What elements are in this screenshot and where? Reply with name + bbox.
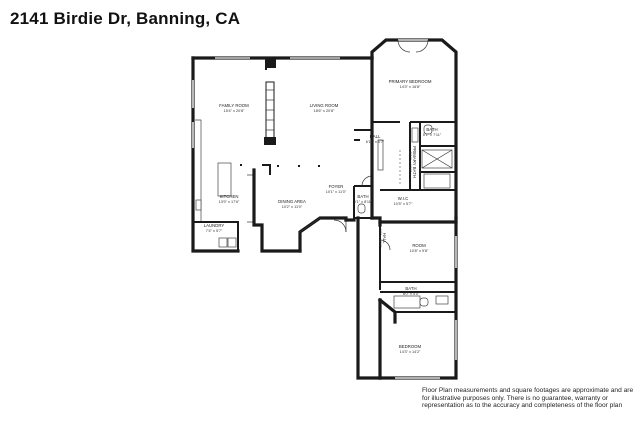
foyer-dims: 10'1" x 11'0" bbox=[326, 190, 347, 194]
kitchen-name: KITCHEN bbox=[220, 194, 239, 199]
dining-area-name: DINING AREA bbox=[278, 199, 306, 204]
floor-plan-disclaimer: Floor Plan measurements and square foota… bbox=[422, 387, 634, 410]
range bbox=[195, 199, 202, 211]
bath-foyer-name: BATH bbox=[357, 194, 368, 199]
kitchen-dims: 13'9" x 17'6" bbox=[219, 200, 240, 204]
bathtub bbox=[393, 295, 421, 309]
toilet bbox=[419, 297, 429, 307]
vanity bbox=[435, 295, 449, 305]
bath-primary-name: BATH bbox=[426, 127, 437, 132]
dining-area-dims: 10'2" x 11'0" bbox=[282, 205, 303, 209]
bedroom-name: BEDROOM bbox=[399, 344, 422, 349]
toilet bbox=[423, 124, 433, 135]
hall-dims: 6'11" x 6'7" bbox=[366, 140, 385, 144]
living-room-name: LIVING ROOM bbox=[310, 103, 339, 108]
room-dims: 10'8" x 9'8" bbox=[410, 249, 429, 253]
wic-dims: 10'5" x 5'7" bbox=[394, 202, 413, 206]
bath-2-name: BATH bbox=[405, 286, 416, 291]
living-room-dims: 18'6" x 20'8" bbox=[314, 109, 335, 113]
primary-bath-name: PRIMARY BATH bbox=[412, 146, 417, 178]
center-walls bbox=[298, 56, 374, 253]
hearth bbox=[264, 137, 276, 145]
bath-foyer-dims: 5'1" x 8'11" bbox=[354, 200, 373, 204]
hall-name: HALL bbox=[370, 134, 381, 139]
closet-shelf bbox=[377, 139, 384, 171]
fireplace-chimney bbox=[265, 58, 276, 68]
bath-2-dims: 8'0" x 5'0" bbox=[403, 292, 420, 296]
laundry-dims: 7'4" x 5'7" bbox=[206, 229, 223, 233]
laundry-name: LAUNDRY bbox=[204, 223, 225, 228]
foyer-name: FOYER bbox=[329, 184, 344, 189]
bath-primary-dims: 5'1" x 7'11" bbox=[423, 133, 442, 137]
hall-2-name: HALL bbox=[382, 233, 387, 244]
bedroom-dims: 14'3" x 14'2" bbox=[400, 350, 421, 354]
primary-suite-walls bbox=[370, 38, 458, 227]
family-room-name: FAMILY ROOM bbox=[219, 103, 249, 108]
bathtub bbox=[423, 173, 451, 189]
vanity bbox=[411, 127, 419, 143]
primary-bedroom-name: PRIMARY BEDROOM bbox=[389, 79, 432, 84]
dryer bbox=[227, 237, 237, 248]
wic-name: W.I.C bbox=[398, 196, 409, 201]
page-title: 2141 Birdie Dr, Banning, CA bbox=[10, 9, 241, 28]
family-room-dims: 15'4" x 20'8" bbox=[224, 109, 245, 113]
fireplace bbox=[265, 81, 275, 145]
kitchen-island bbox=[217, 162, 232, 197]
south-wing-walls bbox=[356, 216, 458, 380]
west-wing-walls bbox=[191, 56, 374, 253]
primary-bedroom-dims: 14'3" x 16'8" bbox=[400, 85, 421, 89]
room-labels: FAMILY ROOM 15'4" x 20'8" LIVING ROOM 18… bbox=[204, 79, 442, 354]
room-name: ROOM bbox=[412, 243, 426, 248]
toilet bbox=[357, 203, 366, 214]
primary-bath-dims: 5'11" x 12'6" bbox=[408, 152, 412, 173]
washer bbox=[218, 237, 228, 248]
hall-2-dims: 3'9" x 18'3" bbox=[378, 229, 382, 248]
